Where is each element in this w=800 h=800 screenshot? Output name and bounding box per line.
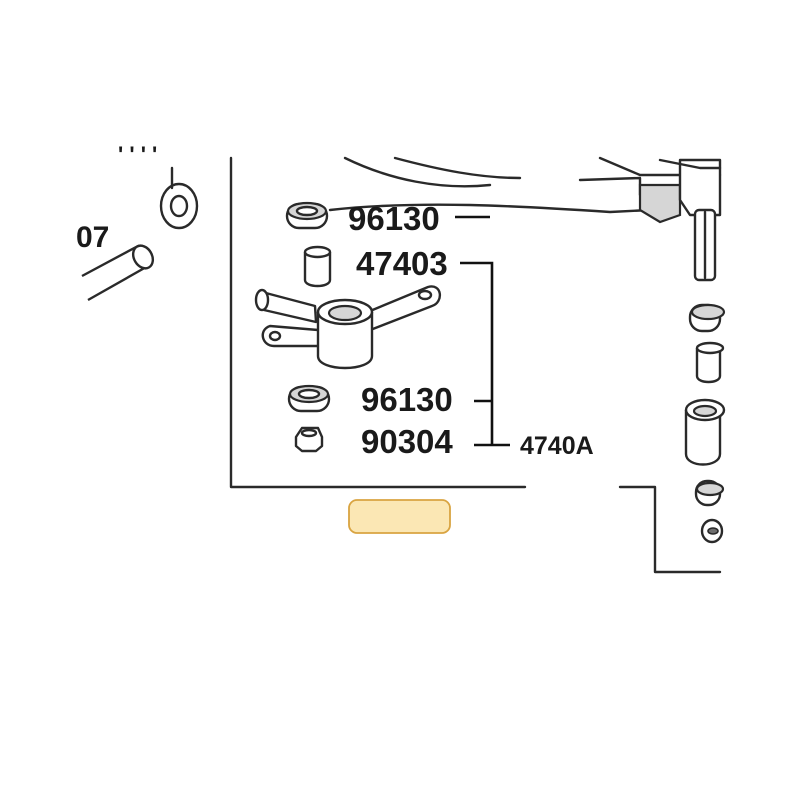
assembly-number-4740A: 4740A	[520, 432, 594, 460]
right-parts-column-drawing	[684, 303, 726, 544]
collar-icon	[303, 245, 332, 288]
partial-part-number-left: 07	[76, 221, 109, 254]
seal-ring-top-icon	[285, 201, 329, 230]
part-number-96130-bottom: 96130	[361, 381, 453, 418]
part-number-96130-top: 96130	[348, 200, 440, 237]
left-fragment-drawing: ' ' ' '	[81, 142, 199, 302]
svg-text:' ' ' ': ' ' ' '	[118, 142, 157, 167]
seal-ring-bottom-icon	[287, 384, 331, 413]
part-number-90304: 90304	[361, 423, 453, 460]
highlight-callout-box	[348, 499, 451, 534]
frame-lines	[229, 156, 722, 574]
assembly-bracket-lines	[460, 261, 510, 447]
top-housing-drawing	[328, 156, 722, 282]
lever-arm-icon	[254, 285, 441, 370]
nut-icon	[294, 426, 324, 453]
part-number-47403: 47403	[356, 245, 448, 282]
